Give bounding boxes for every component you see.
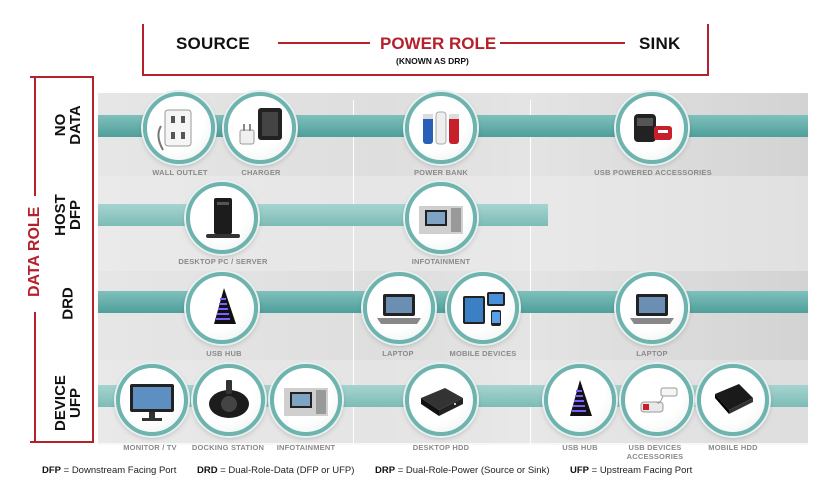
monitor-node xyxy=(116,364,188,436)
legend-drp-abbr: DRP xyxy=(375,465,396,476)
data-role-bracket-top xyxy=(30,76,92,78)
legend-dfp-text: = Downstream Facing Port xyxy=(61,465,177,476)
row-label-device-2: UFP xyxy=(67,388,84,418)
caption-wall-outlet: WALL OUTLET xyxy=(152,168,208,177)
caption-docking: DOCKING STATION xyxy=(191,443,265,452)
caption-power-bank: POWER BANK xyxy=(413,168,469,177)
header-frame-right xyxy=(707,24,709,76)
infotainment-dev-node xyxy=(270,364,342,436)
row-label-drd-1: DRD xyxy=(59,287,77,320)
desktop-tower-icon xyxy=(206,198,240,238)
legend-drp: DRP = Dual-Role-Power (Source or Sink) xyxy=(375,465,550,476)
legend-drd: DRD = Dual-Role-Data (DFP or UFP) xyxy=(197,465,354,476)
power-role-title: POWER ROLE xyxy=(380,34,497,53)
laptop-drp-node xyxy=(363,272,435,344)
caption-charger: CHARGER xyxy=(241,168,281,177)
legend-drd-text: = Dual-Role-Data (DFP or UFP) xyxy=(217,465,355,476)
caption-usb-hub-drd: USB HUB xyxy=(206,349,242,358)
usb-hub-icon xyxy=(214,288,236,324)
data-role-bracket-vertical xyxy=(92,76,94,443)
band-host xyxy=(98,204,548,226)
tablet-phone-icon xyxy=(463,292,505,326)
row-label-drd: DRD xyxy=(59,274,77,334)
row-label-host-1: HOST xyxy=(52,194,69,236)
caption-desktop-hdd: DESKTOP HDD xyxy=(412,443,470,452)
data-role-title: DATA ROLE xyxy=(26,206,43,297)
legend-ufp-text: = Upstream Facing Port xyxy=(589,465,693,476)
column-divider-2 xyxy=(530,100,531,450)
usb-hub-drd-node xyxy=(186,272,258,344)
laptop-icon xyxy=(630,294,674,324)
legend-dfp: DFP = Downstream Facing Port xyxy=(42,465,176,476)
car-screen-icon xyxy=(284,388,328,416)
caption-mobile-hdd: MOBILE HDD xyxy=(708,443,758,452)
data-role-rule-bottom xyxy=(34,312,36,443)
row-label-device: DEVICE UFP xyxy=(52,365,84,441)
caption-infotainment-dev: INFOTAINMENT xyxy=(276,443,336,452)
column-divider-1 xyxy=(353,100,354,450)
header-rule-left xyxy=(278,42,370,44)
infotainment-host-node xyxy=(405,182,477,254)
caption-desktop-pc: DESKTOP PC / SERVER xyxy=(178,257,268,266)
usb-hub-icon xyxy=(570,380,592,416)
charger-node xyxy=(224,92,296,164)
laptop-icon xyxy=(377,294,421,324)
row-label-device-1: DEVICE xyxy=(52,375,69,431)
mobile-hdd-node xyxy=(697,364,769,436)
usb-devices-node xyxy=(621,364,693,436)
wall-outlet-node xyxy=(143,92,215,164)
caption-usb-devices-2: ACCESSORIES xyxy=(626,452,684,461)
legend-drd-abbr: DRD xyxy=(197,465,218,476)
row-label-host-2: DFP xyxy=(67,200,84,230)
legend-ufp-abbr: UFP xyxy=(570,465,589,476)
row-label-nodata-2: DATA xyxy=(67,105,84,145)
header-rule-right xyxy=(500,42,625,44)
caption-mobile-devices: MOBILE DEVICES xyxy=(449,349,517,358)
external-hdd-icon xyxy=(421,388,463,416)
charger-icon xyxy=(239,108,282,145)
legend-ufp: UFP = Upstream Facing Port xyxy=(570,465,692,476)
power-bank-node xyxy=(405,92,477,164)
power-role-subtitle: (KNOWN AS DRP) xyxy=(396,56,469,66)
legend-drp-text: = Dual-Role-Power (Source or Sink) xyxy=(395,465,550,476)
monitor-icon xyxy=(130,384,174,421)
caption-infotainment-host: INFOTAINMENT xyxy=(411,257,471,266)
sink-label: SINK xyxy=(639,34,681,53)
source-label: SOURCE xyxy=(176,34,250,53)
usb-powered-node xyxy=(616,92,688,164)
portable-hdd-icon xyxy=(715,384,753,414)
car-screen-icon xyxy=(419,206,463,234)
laptop-sink-node xyxy=(616,272,688,344)
wall-outlet-icon xyxy=(157,109,192,151)
row-label-nodata: NO DATA xyxy=(52,95,84,155)
mobile-devices-node xyxy=(447,272,519,344)
caption-laptop-drp: LAPTOP xyxy=(382,349,414,358)
caption-monitor: MONITOR / TV xyxy=(123,443,177,452)
caption-usb-powered: USB POWERED ACCESSORIES xyxy=(594,168,712,177)
usb-accessory-icon xyxy=(634,114,672,142)
data-role-bracket-bottom xyxy=(30,441,94,443)
caption-usb-devices-1: USB DEVICES xyxy=(628,443,682,452)
usb-hub-dev-node xyxy=(544,364,616,436)
speaker-dock-icon xyxy=(209,380,249,418)
power-bank-icon xyxy=(423,111,459,145)
row-label-host: HOST DFP xyxy=(52,185,84,245)
caption-laptop-sink: LAPTOP xyxy=(636,349,668,358)
legend-dfp-abbr: DFP xyxy=(42,465,61,476)
header-frame-bottom xyxy=(142,74,709,76)
desktop-hdd-node xyxy=(405,364,477,436)
caption-usb-hub-dev: USB HUB xyxy=(562,443,598,452)
desktop-pc-node xyxy=(186,182,258,254)
data-role-rule-top xyxy=(34,76,36,196)
usb-dongle-icon xyxy=(640,387,678,413)
docking-node xyxy=(193,364,265,436)
row-label-nodata-1: NO xyxy=(52,113,69,137)
header-frame-left xyxy=(142,24,144,76)
